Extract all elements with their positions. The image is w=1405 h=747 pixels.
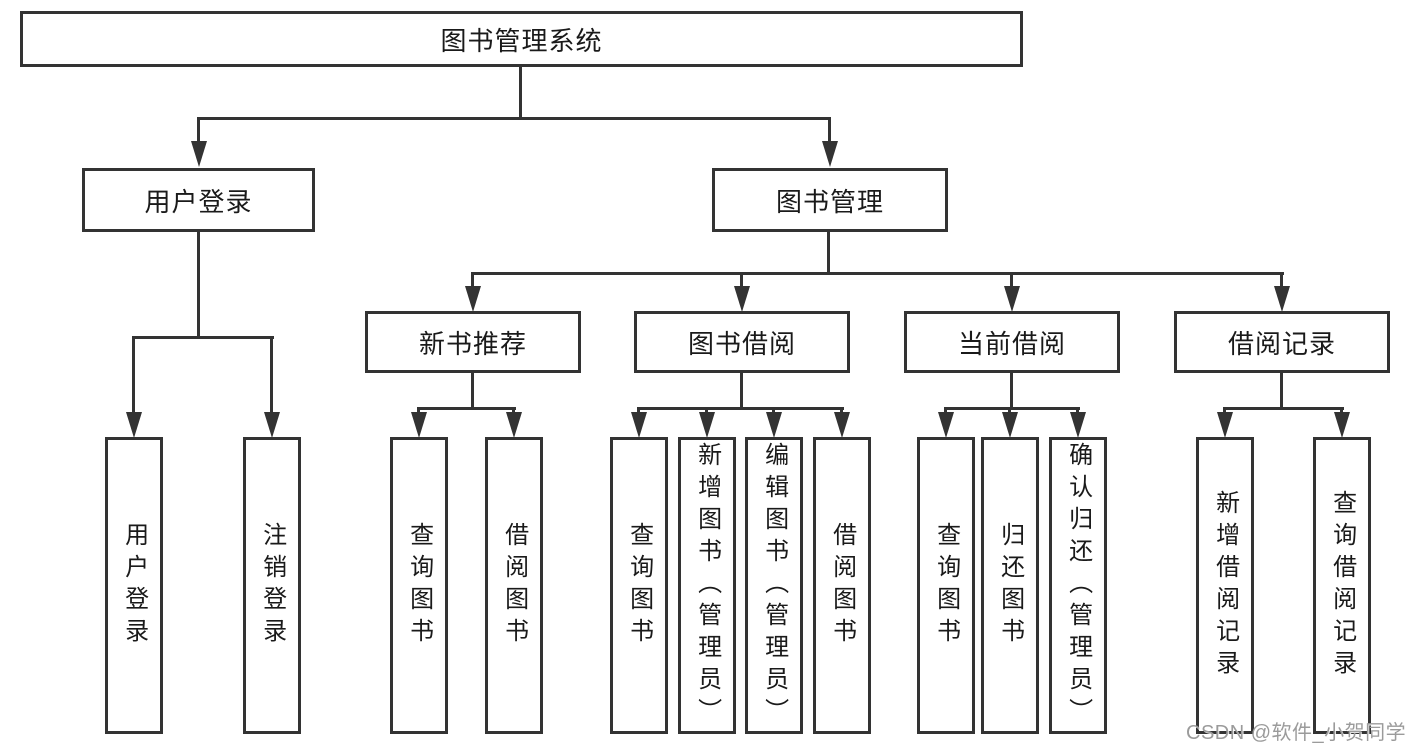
node-user-login: 用户登录 [82, 168, 315, 232]
connector-stem [740, 272, 743, 286]
node-borrowing-records: 借阅记录 [1174, 311, 1390, 373]
arrow-down-icon [1002, 412, 1018, 438]
connector-stem [1010, 272, 1013, 286]
leaf-label: 查询图书 [625, 521, 653, 650]
node-label: 图书管理 [775, 186, 884, 217]
leaf-return-books: 归还图书 [981, 437, 1039, 734]
connector-stem [828, 117, 831, 141]
leaf-borrow-books-borrowing: 借阅图书 [813, 437, 871, 734]
arrow-down-icon [734, 286, 750, 312]
arrow-down-icon [699, 412, 715, 438]
leaf-label: 确认归还（管理员） [1064, 441, 1092, 730]
leaf-label: 新增借阅记录 [1211, 489, 1239, 682]
leaf-label: 归还图书 [996, 521, 1024, 650]
connector-stem [471, 272, 474, 286]
connector-stem [197, 117, 200, 141]
connector-vline [471, 373, 474, 407]
arrow-down-icon [506, 412, 522, 438]
node-book-management: 图书管理 [712, 168, 948, 232]
leaf-label: 查询图书 [932, 521, 960, 650]
leaf-label: 借阅图书 [828, 521, 856, 650]
arrow-down-icon [1334, 412, 1350, 438]
leaf-edit-book-admin: 编辑图书（管理员） [745, 437, 803, 734]
node-label: 新书推荐 [418, 328, 527, 359]
connector-stem [417, 407, 420, 412]
leaf-add-borrow-record: 新增借阅记录 [1196, 437, 1254, 734]
csdn-watermark: CSDN @软件_小贺同学 [1186, 722, 1405, 744]
leaf-logout: 注销登录 [243, 437, 301, 734]
connector-hline [944, 407, 1080, 410]
connector-stem [1076, 407, 1079, 412]
node-label: 用户登录 [144, 186, 253, 217]
connector-stem [840, 407, 843, 412]
leaf-query-books-borrowing: 查询图书 [610, 437, 668, 734]
arrow-down-icon [938, 412, 954, 438]
arrow-down-icon [465, 286, 481, 312]
leaf-query-books-recommend: 查询图书 [390, 437, 448, 734]
node-library-management-system: 图书管理系统 [20, 11, 1023, 67]
node-label: 当前借阅 [957, 328, 1066, 359]
leaf-label: 查询借阅记录 [1328, 489, 1356, 682]
arrow-down-icon [822, 141, 838, 167]
connector-vline [519, 67, 522, 117]
arrow-down-icon [1070, 412, 1086, 438]
connector-stem [944, 407, 947, 412]
connector-stem [270, 336, 273, 412]
arrow-down-icon [1217, 412, 1233, 438]
arrow-down-icon [631, 412, 647, 438]
node-new-book-recommendation: 新书推荐 [365, 311, 581, 373]
node-label: 图书管理系统 [440, 25, 603, 56]
arrow-down-icon [1004, 286, 1020, 312]
connector-vline [1280, 373, 1283, 407]
leaf-label: 借阅图书 [500, 521, 528, 650]
connector-hline [471, 272, 1284, 275]
arrow-down-icon [191, 141, 207, 167]
leaf-query-books-current: 查询图书 [917, 437, 975, 734]
leaf-label: 编辑图书（管理员） [760, 441, 788, 730]
connector-hline [1223, 407, 1344, 410]
leaf-label: 查询图书 [405, 521, 433, 650]
leaf-label: 用户登录 [120, 521, 148, 650]
leaf-borrow-books-recommend: 借阅图书 [485, 437, 543, 734]
connector-stem [132, 336, 135, 412]
connector-stem [772, 407, 775, 412]
leaf-label: 注销登录 [258, 521, 286, 650]
connector-hline [133, 336, 274, 339]
connector-stem [637, 407, 640, 412]
connector-stem [705, 407, 708, 412]
connector-stem [512, 407, 515, 412]
node-label: 借阅记录 [1227, 328, 1336, 359]
connector-hline [197, 117, 831, 120]
node-current-borrowing: 当前借阅 [904, 311, 1120, 373]
arrow-down-icon [411, 412, 427, 438]
leaf-query-borrow-record: 查询借阅记录 [1313, 437, 1371, 734]
leaf-label: 新增图书（管理员） [693, 441, 721, 730]
arrow-down-icon [126, 412, 142, 438]
leaf-confirm-return-admin: 确认归还（管理员） [1049, 437, 1107, 734]
arrow-down-icon [766, 412, 782, 438]
connector-vline [197, 232, 200, 336]
node-book-borrowing: 图书借阅 [634, 311, 850, 373]
connector-stem [1280, 272, 1283, 286]
connector-hline [418, 407, 516, 410]
connector-vline [740, 373, 743, 407]
arrow-down-icon [264, 412, 280, 438]
connector-stem [1008, 407, 1011, 412]
connector-hline [637, 407, 844, 410]
connector-stem [1223, 407, 1226, 412]
connector-stem [1340, 407, 1343, 412]
leaf-add-book-admin: 新增图书（管理员） [678, 437, 736, 734]
connector-vline [1010, 373, 1013, 407]
leaf-user-login: 用户登录 [105, 437, 163, 734]
arrow-down-icon [834, 412, 850, 438]
connector-vline [827, 232, 830, 272]
arrow-down-icon [1274, 286, 1290, 312]
node-label: 图书借阅 [687, 328, 796, 359]
